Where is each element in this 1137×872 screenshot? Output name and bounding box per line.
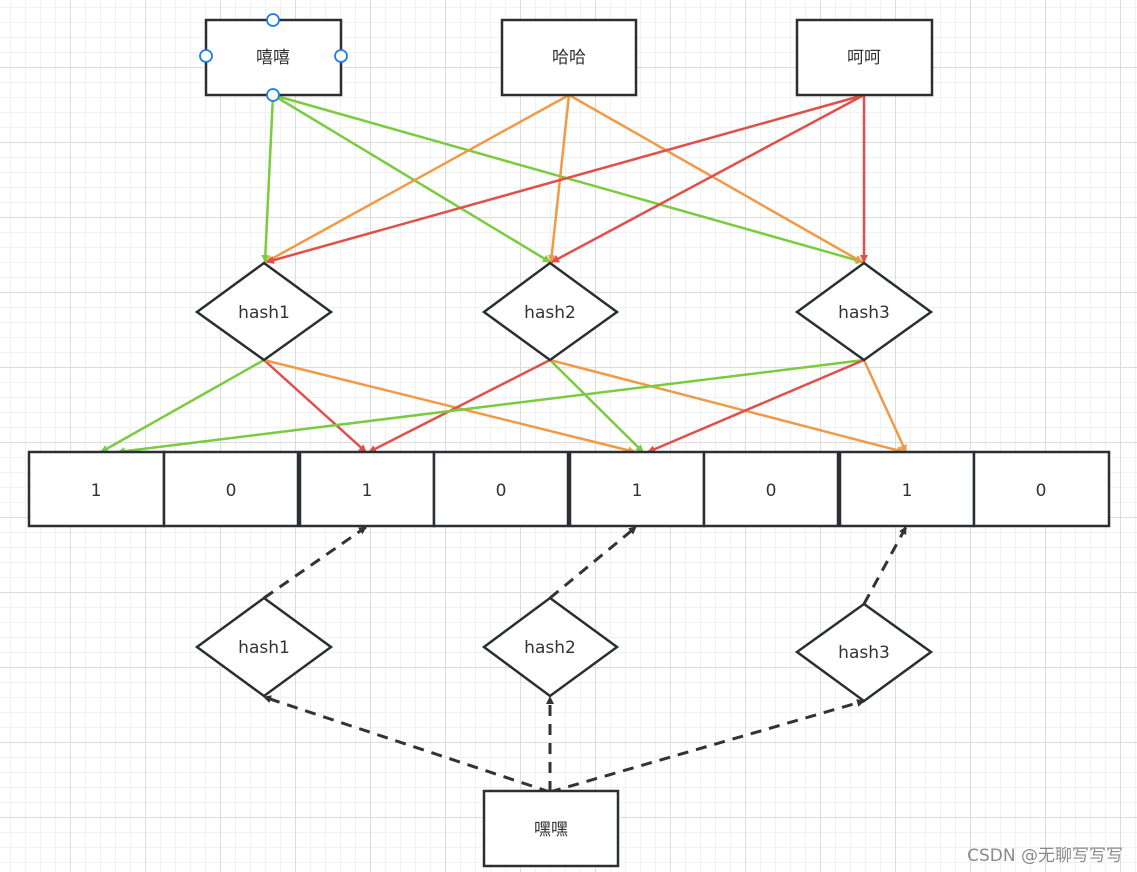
edge-haha-hash3 [568,93,863,264]
edge-hash2-bit6 [549,358,905,455]
watermark: CSDN @无聊写写写 [967,846,1123,866]
hash-diamond-2-label: hash2 [524,303,576,323]
hash-diamond-1[interactable]: hash1 [194,261,334,362]
input-box-hehe[interactable]: 呵呵 [795,18,934,97]
edge-hash3-bit0 [117,358,865,456]
edge-bhash2-bit4 [549,525,637,600]
bit-cell-value: 1 [902,481,913,501]
query-hash-diamond-3[interactable]: hash3 [794,602,934,703]
bit-cell-value: 0 [766,481,777,501]
edge-hash1-bit4 [263,358,636,455]
query-hash-diamond-1[interactable]: hash1 [194,596,334,698]
query-hash-diamond-2[interactable]: hash2 [481,596,620,698]
hash-diamond-2[interactable]: hash2 [481,261,620,362]
edge-query-hash1 [263,695,551,794]
query-hash-diamond-1-label: hash1 [238,638,290,658]
bit-cell-value: 1 [362,481,373,501]
bit-array: 1 0 1 0 1 0 1 0 [27,450,1111,528]
query-box-label: 嘿嘿 [534,820,568,840]
edge-xixi-hash1 [261,94,275,263]
bit-cell[interactable]: 1 [27,450,166,528]
bit-cell[interactable]: 1 [838,450,976,528]
bit-cell-value: 0 [1036,481,1047,501]
input-box-haha[interactable]: 哈哈 [500,18,638,97]
bit-cell-value: 1 [632,481,643,501]
edge-hash3-bit4 [647,358,865,454]
resize-handle-left[interactable] [199,49,213,63]
bit-cell[interactable]: 0 [162,450,300,528]
bit-cell-value: 0 [226,481,237,501]
bit-cell-value: 0 [496,481,507,501]
bit-cell[interactable]: 1 [298,450,436,528]
edge-bhash1-bit2 [263,525,367,600]
query-edges [263,525,908,794]
edge-haha-hash2 [547,94,571,263]
hash-edges [100,358,908,456]
bit-cell[interactable]: 0 [702,450,840,528]
edge-bhash3-bit6 [862,526,908,605]
edge-hehe-hash1 [266,93,865,264]
input-box-xixi[interactable]: 嘻嘻 [204,18,343,97]
resize-handle-bottom[interactable] [266,88,280,102]
resize-handle-top[interactable] [266,13,280,27]
resize-handle-right[interactable] [334,49,348,63]
edge-hash1-bit0 [100,358,265,454]
input-box-hehe-label: 呵呵 [847,48,881,68]
input-box-haha-label: 哈哈 [552,48,586,68]
bit-cell[interactable]: 0 [432,450,570,528]
hash-diamond-3-label: hash3 [838,303,890,323]
selection-handles[interactable] [199,13,348,102]
bit-cell-value: 1 [91,481,102,501]
hash-diamond-3[interactable]: hash3 [794,261,934,362]
edge-hash2-bit4 [549,359,644,453]
edge-haha-hash1 [265,93,570,264]
edge-hash3-bit6 [862,359,908,453]
input-box-xixi-label: 嘻嘻 [256,48,290,68]
bit-cell[interactable]: 1 [568,450,706,528]
edge-xixi-hash2 [272,93,551,264]
input-edges [261,93,868,264]
edge-query-hash3 [549,699,865,794]
query-box-heihei[interactable]: 嘿嘿 [482,789,620,868]
edge-hash1-bit2 [263,359,367,453]
edge-hash2-bit2 [368,358,551,454]
query-hash-diamond-3-label: hash3 [838,643,890,663]
hash-diamond-1-label: hash1 [238,303,290,323]
bit-cell[interactable]: 0 [972,450,1111,528]
query-hash-diamond-2-label: hash2 [524,638,576,658]
edge-hehe-hash2 [551,93,865,264]
